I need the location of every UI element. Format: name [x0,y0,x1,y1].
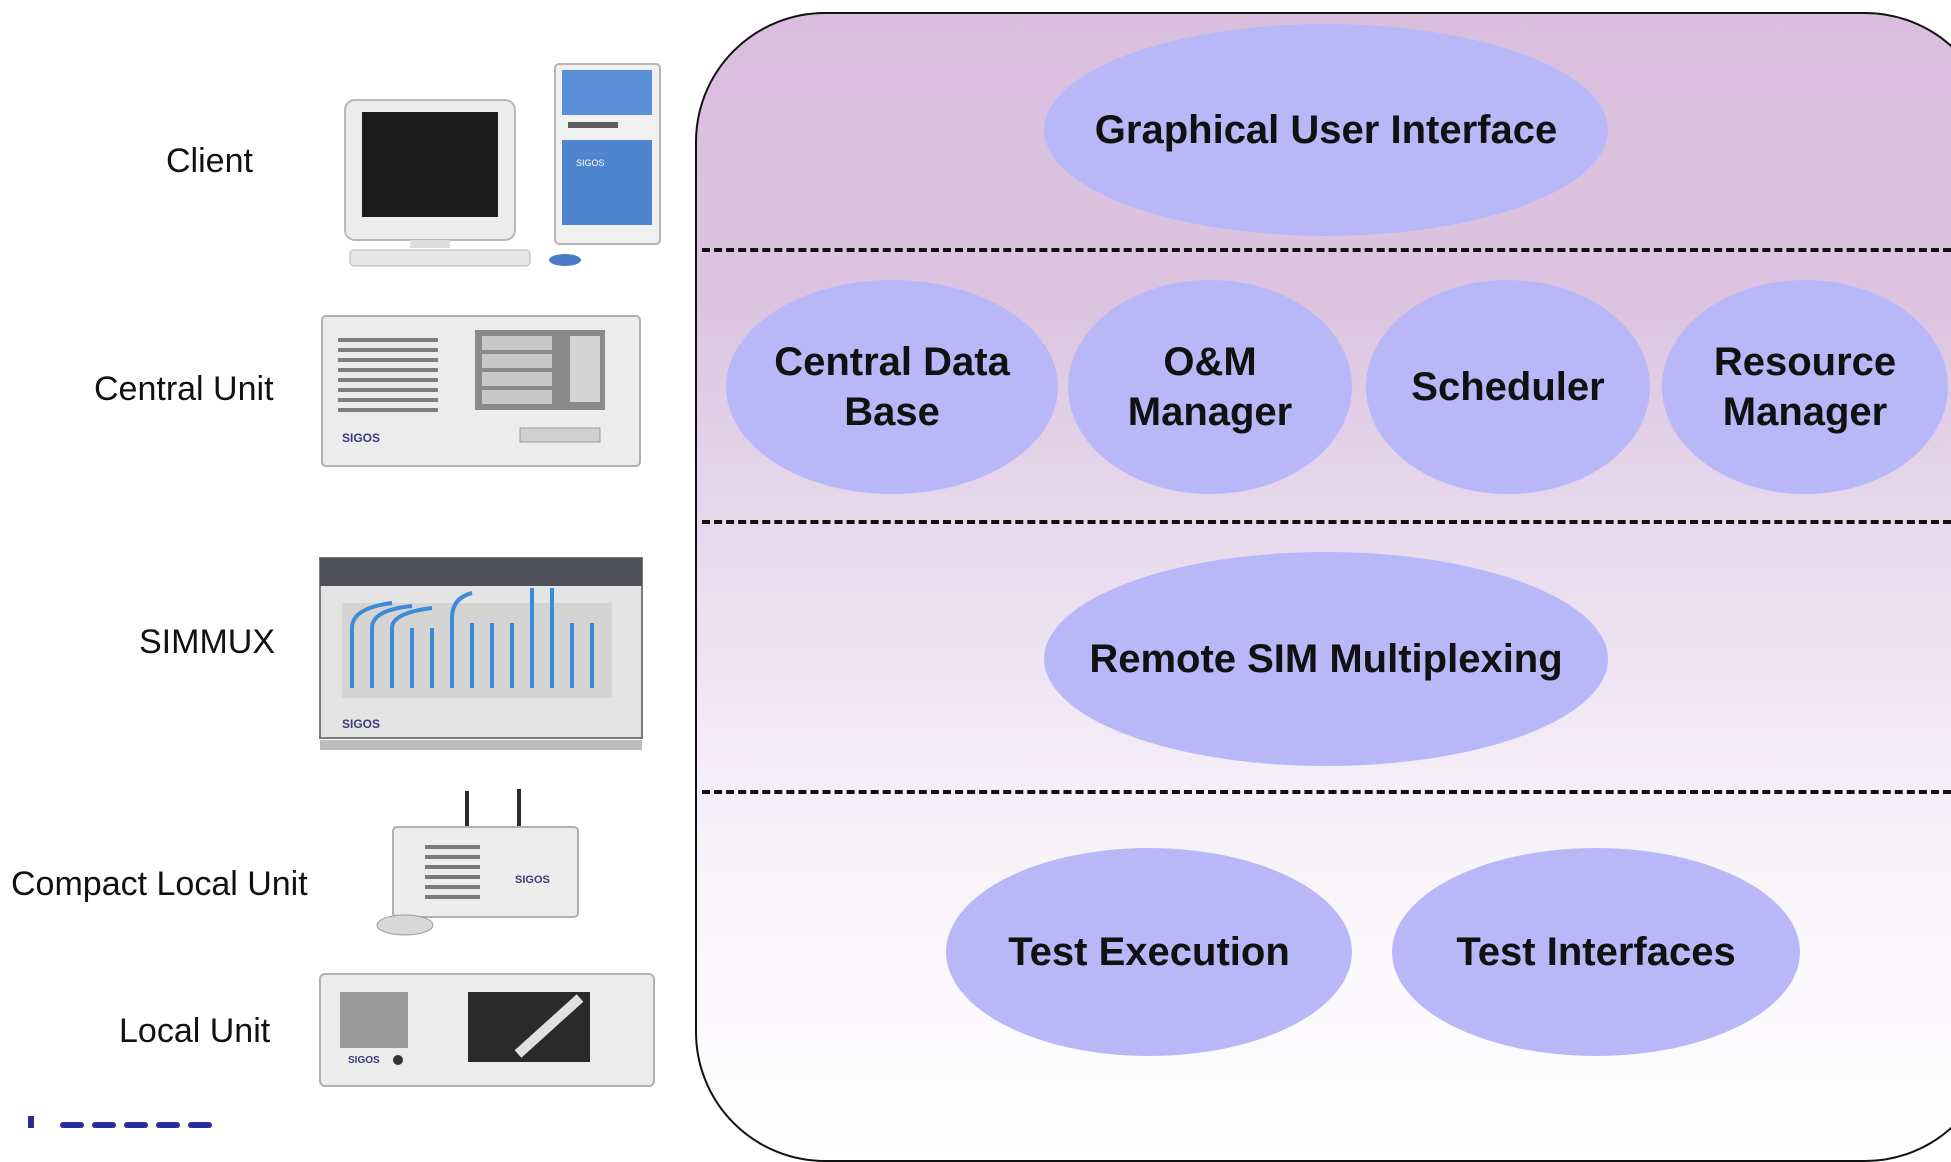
layer-separator-3 [702,790,1951,794]
central-db-ellipse: Central Data Base [726,280,1058,494]
label-client: Client [166,142,253,180]
test-execution-ellipse: Test Execution [946,848,1352,1056]
central-unit-image: SIGOS [321,315,641,467]
om-manager-ellipse: O&M Manager [1068,280,1352,494]
label-simmux: SIMMUX [139,623,275,661]
scheduler-ellipse: Scheduler [1366,280,1650,494]
label-central-unit: Central Unit [94,370,274,408]
test-interfaces-ellipse: Test Interfaces [1392,848,1800,1056]
client-pc-image: SIGOS [344,63,661,267]
compact-local-unit-badge: SIGOS [515,874,550,886]
gui-ellipse: Graphical User Interface [1044,24,1608,236]
compact-local-unit-image: SIGOS [376,789,579,936]
layer-separator-1 [702,248,1951,252]
sigos-logo-image [28,1116,212,1128]
client-badge: SIGOS [576,158,605,168]
label-local-unit: Local Unit [119,1012,271,1050]
resource-manager-ellipse: Resource Manager [1662,280,1948,494]
local-unit-image: SIGOS [319,973,655,1087]
central-unit-badge: SIGOS [342,431,380,445]
simmux-badge: SIGOS [342,717,380,731]
layer-separator-2 [702,520,1951,524]
local-unit-badge: SIGOS [348,1055,380,1066]
label-compact-local-unit: Compact Local Unit [11,865,308,903]
remote-sim-ellipse: Remote SIM Multiplexing [1044,552,1608,766]
simmux-image: SIGOS [319,557,643,750]
